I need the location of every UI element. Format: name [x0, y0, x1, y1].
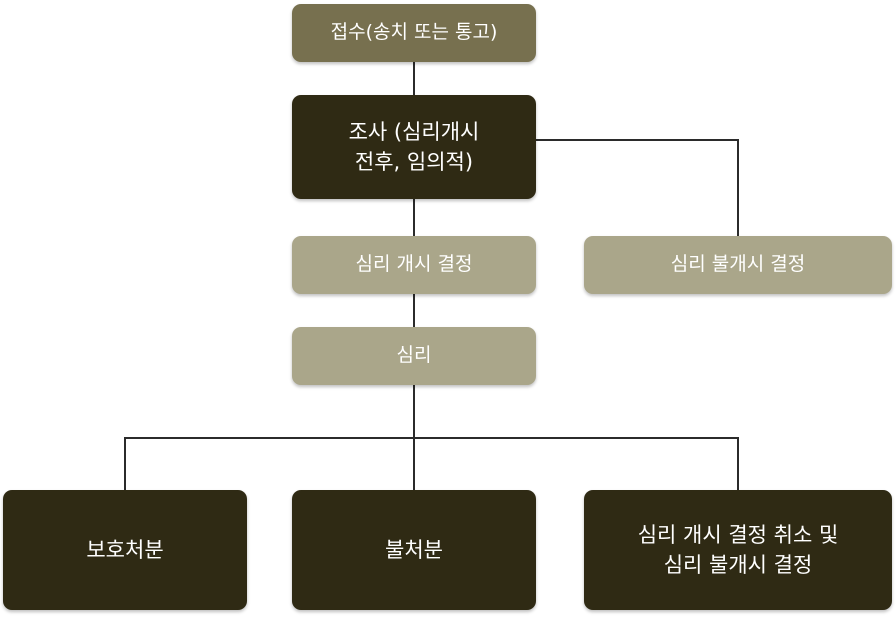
cancel-decision-box: 심리 개시 결정 취소 및 심리 불개시 결정 [584, 490, 892, 610]
hearing-box: 심리 [292, 327, 536, 385]
hearing-label: 심리 [396, 344, 432, 367]
hearing-not-open-decision-box: 심리 불개시 결정 [584, 236, 892, 294]
hearing-not-open-decision-label: 심리 불개시 결정 [670, 253, 806, 276]
protective-disposition-label: 보호처분 [86, 537, 164, 562]
connector-investigation-notopen [536, 139, 739, 236]
intake-box: 접수(송치 또는 통고) [292, 4, 536, 62]
hearing-open-decision-label: 심리 개시 결정 [355, 253, 473, 276]
no-disposition-box: 불처분 [292, 490, 536, 610]
no-disposition-label: 불처분 [385, 537, 443, 562]
cancel-decision-label-line-2: 심리 불개시 결정 [663, 553, 813, 577]
intake-label: 접수(송치 또는 통고) [330, 21, 498, 44]
cancel-decision-label-line-1: 심리 개시 결정 취소 및 [637, 522, 839, 547]
investigation-label-line-1: 조사 (심리개시 [348, 119, 480, 144]
investigation-box: 조사 (심리개시 전후, 임의적) [292, 95, 536, 199]
investigation-label-line-2: 전후, 임의적) [354, 150, 474, 174]
hearing-open-decision-box: 심리 개시 결정 [292, 236, 536, 294]
connector-branch-bar [124, 437, 739, 490]
protective-disposition-box: 보호처분 [3, 490, 247, 610]
